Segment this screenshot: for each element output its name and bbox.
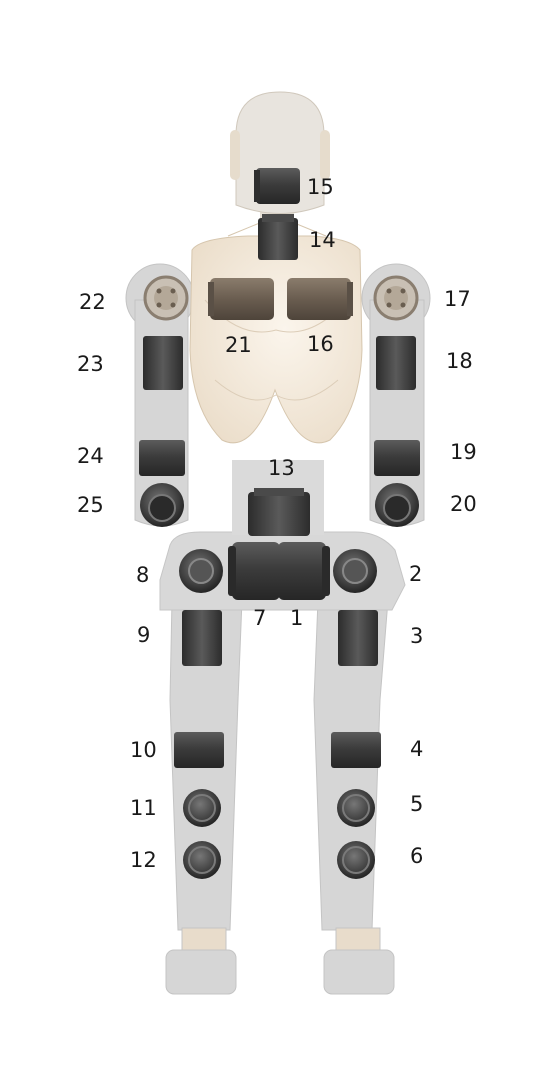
joint-label-6: 6 [410, 844, 424, 868]
head-shell [230, 91, 330, 235]
joint-label-2: 2 [409, 562, 423, 586]
motor-2 [333, 549, 377, 593]
joint-label-9: 9 [137, 623, 151, 647]
joint-label-13: 13 [268, 456, 295, 480]
motor-15 [254, 168, 300, 204]
joint-label-22: 22 [79, 290, 106, 314]
motor-13 [248, 488, 310, 536]
motor-12 [183, 841, 221, 879]
joint-label-25: 25 [77, 493, 104, 517]
motor-17 [373, 275, 419, 321]
motor-5 [337, 789, 375, 827]
joint-label-12: 12 [130, 848, 157, 872]
motor-14 [258, 214, 298, 260]
joint-label-4: 4 [410, 737, 424, 761]
joint-label-1: 1 [290, 606, 304, 630]
joint-label-14: 14 [309, 228, 336, 252]
joint-label-20: 20 [450, 492, 477, 516]
motor-25 [140, 483, 184, 527]
motor-11 [183, 789, 221, 827]
joint-label-5: 5 [410, 792, 424, 816]
joint-label-23: 23 [77, 352, 104, 376]
joint-label-19: 19 [450, 440, 477, 464]
joint-label-18: 18 [446, 349, 473, 373]
motor-20 [375, 483, 419, 527]
joint-label-17: 17 [444, 287, 471, 311]
motor-4 [331, 732, 381, 768]
motor-23 [143, 336, 183, 390]
motor-8 [179, 549, 223, 593]
joint-label-8: 8 [136, 563, 150, 587]
joint-label-15: 15 [307, 175, 334, 199]
motor-18 [376, 336, 416, 390]
motor-16 [287, 278, 353, 320]
motor-6 [337, 841, 375, 879]
motor-3 [338, 610, 378, 666]
motor-22 [143, 275, 189, 321]
motor-7 [228, 542, 280, 600]
joint-label-21: 21 [225, 333, 252, 357]
motor-10 [174, 732, 224, 768]
motor-24 [139, 440, 185, 476]
motor-21 [208, 278, 274, 320]
joint-label-3: 3 [410, 624, 424, 648]
joint-label-10: 10 [130, 738, 157, 762]
torso-shell [189, 235, 363, 444]
joint-label-11: 11 [130, 796, 157, 820]
motor-9 [182, 610, 222, 666]
joint-label-24: 24 [77, 444, 104, 468]
motor-19 [374, 440, 420, 476]
motor-1 [278, 542, 330, 600]
joint-label-7: 7 [253, 606, 267, 630]
joint-label-16: 16 [307, 332, 334, 356]
